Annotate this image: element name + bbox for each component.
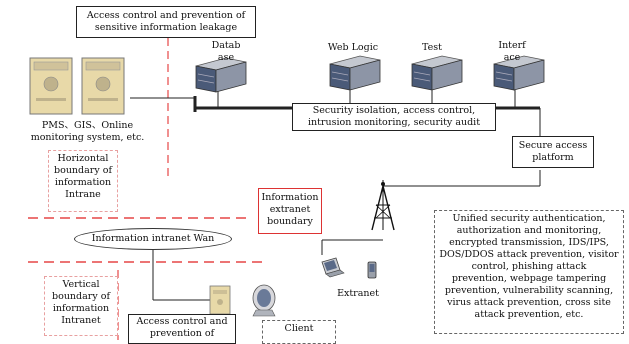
intranet-wan-text: Information intranet Wan [91,233,215,244]
interface-text: Interf ace [498,40,526,63]
access-control-top-text: Access control and prevention of sensiti… [86,10,246,33]
access-control-bottom-text: Access control and prevention of [136,316,228,339]
client-text: Client [284,323,314,334]
access-control-bottom-box: Access control and prevention of [128,314,236,344]
pms-systems-label: PMS、GIS、Online monitoring system, etc. [10,120,165,144]
database-label: Datab ase [206,40,246,64]
client-box: Client [262,320,336,344]
unified-security-box: Unified security authentication, authori… [434,210,624,334]
database-text: Datab ase [211,40,241,63]
laptop-icon [321,257,345,278]
extranet-boundary-box: Information extranet boundary [258,188,322,234]
server-tower-icon [29,57,125,115]
vertical-boundary-text: Vertical boundary of information Intrane… [52,279,110,326]
weblogic-label: Web Logic [318,42,388,54]
secure-access-platform-text: Secure access platform [518,140,588,163]
rack-server-icon-weblogic [329,55,381,91]
rack-server-icon-test [411,55,463,91]
access-control-top-box: Access control and prevention of sensiti… [76,6,256,38]
horizontal-boundary-text: Horizontal boundary of information Intra… [54,153,112,200]
vertical-boundary-box: Vertical boundary of information Intrane… [44,276,118,336]
rack-server-icon-interface [493,55,545,91]
test-text: Test [422,42,442,53]
security-isolation-text: Security isolation, access control, intr… [307,105,481,128]
security-isolation-box: Security isolation, access control, intr… [292,103,496,131]
desktop-computer-icon [209,284,276,317]
pms-systems-text: PMS、GIS、Online monitoring system, etc. [30,120,145,143]
mobile-phone-icon [367,261,377,279]
unified-security-text: Unified security authentication, authori… [439,213,619,320]
weblogic-text: Web Logic [327,42,379,53]
secure-access-platform-box: Secure access platform [512,136,594,168]
extranet-boundary-text: Information extranet boundary [261,192,319,227]
intranet-wan-ellipse: Information intranet Wan [74,228,232,250]
horizontal-boundary-box: Horizontal boundary of information Intra… [48,150,118,212]
interface-label: Interf ace [492,40,532,64]
extranet-text: Extranet [337,288,379,299]
antenna-tower-icon [371,180,395,231]
extranet-label: Extranet [328,288,388,300]
rack-server-icon-database [195,57,247,93]
test-label: Test [412,42,452,54]
